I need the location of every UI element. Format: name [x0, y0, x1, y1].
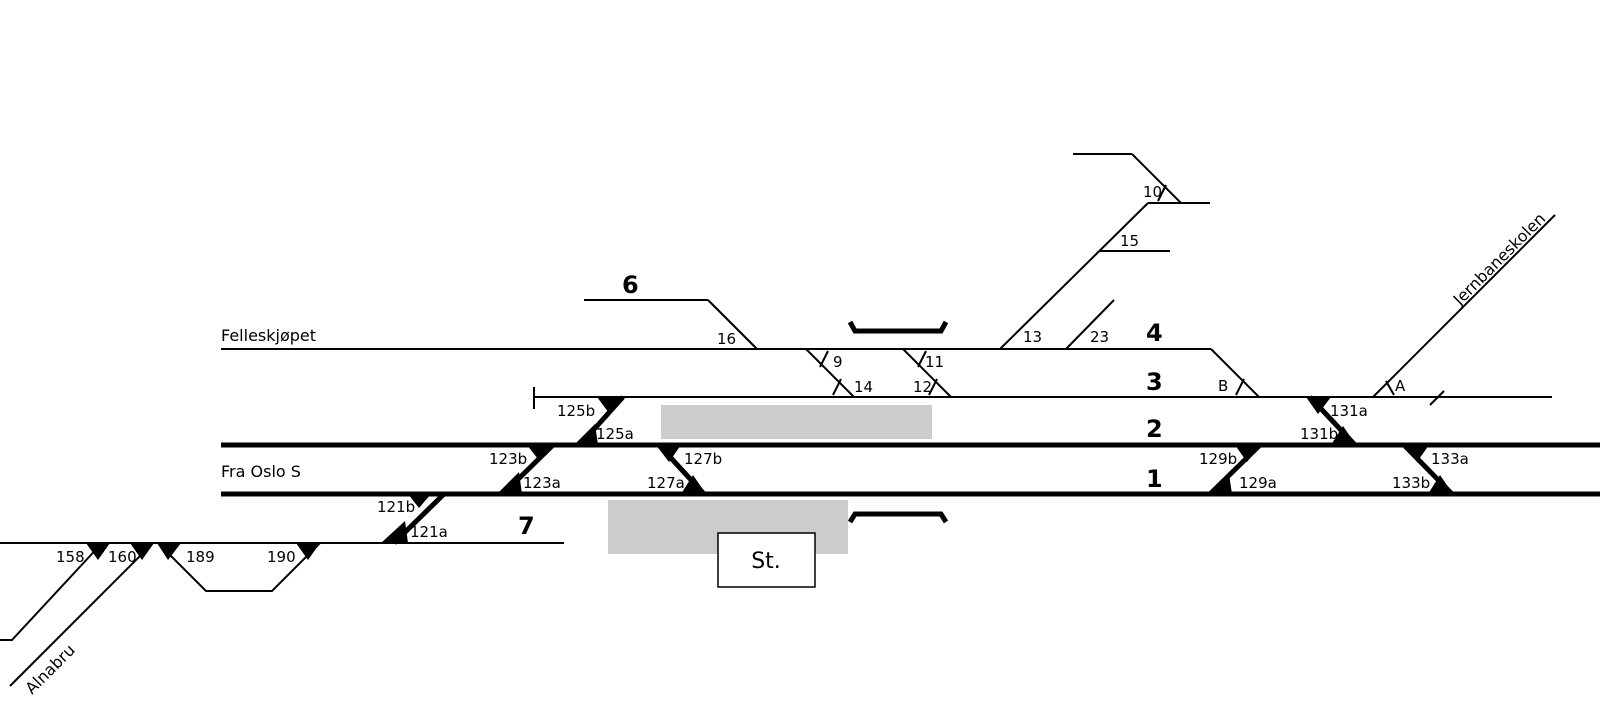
switch-label-16: 16 [717, 330, 736, 348]
switch-mark-14 [832, 378, 842, 396]
felleskjopet-label: Felleskjøpet [221, 326, 316, 345]
switch-triangle-125b [597, 397, 621, 413]
switch-label-127a: 127a [647, 474, 685, 492]
alnabru-line [9, 542, 154, 687]
switch-label-123b: 123b [489, 450, 527, 468]
fra-oslo-s-label: Fra Oslo S [221, 462, 301, 481]
bridge-marker-upper [847, 320, 949, 334]
switch-mark-11 [917, 350, 927, 368]
switch-triangle-129b [1235, 445, 1260, 462]
switch-triangle-189 [157, 543, 181, 560]
station-label: St. [751, 549, 781, 574]
siding-189-190 [157, 542, 321, 592]
switch-label-121a: 121a [410, 523, 448, 541]
switch-label-133a: 133a [1431, 450, 1469, 468]
jernbaneskolen-label: Jernbaneskolen [1449, 209, 1550, 310]
switch-label-158: 158 [56, 548, 85, 566]
station-building [717, 532, 816, 588]
switch-label-15: 15 [1120, 232, 1139, 250]
switch-triangle-129a [1208, 474, 1232, 494]
jernbaneskolen-line [1372, 214, 1556, 398]
switch-label-189: 189 [186, 548, 215, 566]
switch-label-12: 12 [913, 378, 932, 396]
switch-label-121b: 121b [377, 498, 415, 516]
platform-upper [661, 405, 932, 439]
switch-triangle-123b [527, 445, 550, 459]
track-number-3: 3 [1146, 368, 1163, 396]
switch-label-23: 23 [1090, 328, 1109, 346]
switch-label-11: 11 [925, 353, 944, 371]
branch-23-stub [1065, 299, 1115, 350]
switch-mark-A [1385, 380, 1395, 396]
switch-triangle-131a [1306, 397, 1331, 414]
switch-triangle-127b [656, 445, 681, 462]
switch-label-160: 160 [108, 548, 137, 566]
switch-mark-9 [819, 350, 829, 368]
track-4-connector [1210, 348, 1260, 398]
crossover-11-12 [902, 348, 952, 398]
track-number-2: 2 [1146, 415, 1163, 443]
switch-triangle-133a [1404, 445, 1429, 462]
switch-triangle-127a [681, 475, 706, 494]
switch-label-190: 190 [267, 548, 296, 566]
track-number-1: 1 [1146, 465, 1163, 493]
track-158-branch [0, 542, 103, 641]
switch-label-131b: 131b [1300, 425, 1338, 443]
switch-triangle-131b [1331, 426, 1356, 445]
track-number-7: 7 [518, 512, 535, 540]
switch-mark-12 [928, 378, 938, 396]
crossover-9-14 [805, 348, 855, 398]
alnabru-label: Alnabru [21, 640, 78, 697]
switch-triangle-133b [1428, 475, 1453, 494]
switch-triangle-125a [574, 424, 598, 445]
track-3-end-mark [1429, 390, 1445, 406]
switch-label-10: 10 [1143, 183, 1162, 201]
switch-label-129b: 129b [1199, 450, 1237, 468]
switch-label-B: B [1218, 377, 1228, 395]
switch-triangle-121b [408, 494, 431, 508]
switch-triangle-123a [497, 472, 522, 494]
switch-triangle-158 [86, 543, 110, 560]
switch-triangle-121a [381, 521, 408, 543]
track-number-4: 4 [1146, 319, 1163, 347]
switch-label-131a: 131a [1330, 402, 1368, 420]
switch-label-125b: 125b [557, 402, 595, 420]
track-number-6: 6 [622, 271, 639, 299]
switch-label-A: A [1395, 377, 1406, 395]
branch-10-connector [1131, 153, 1182, 204]
bridge-marker-lower [847, 511, 949, 524]
switch-triangle-160 [130, 543, 154, 560]
switch-mark-B [1235, 378, 1245, 396]
switch-label-123a: 123a [523, 474, 561, 492]
switch-label-14: 14 [854, 378, 873, 396]
switch-label-9: 9 [833, 353, 843, 371]
switch-label-127b: 127b [684, 450, 722, 468]
switch-label-129a: 129a [1239, 474, 1277, 492]
switch-label-133b: 133b [1392, 474, 1430, 492]
switch-triangle-190 [296, 543, 320, 560]
switch-label-13: 13 [1023, 328, 1042, 346]
switch-label-125a: 125a [596, 425, 634, 443]
branch-13-diagonal [999, 202, 1149, 350]
track-6-connector [707, 299, 758, 350]
switch-mark-10 [1157, 184, 1167, 202]
